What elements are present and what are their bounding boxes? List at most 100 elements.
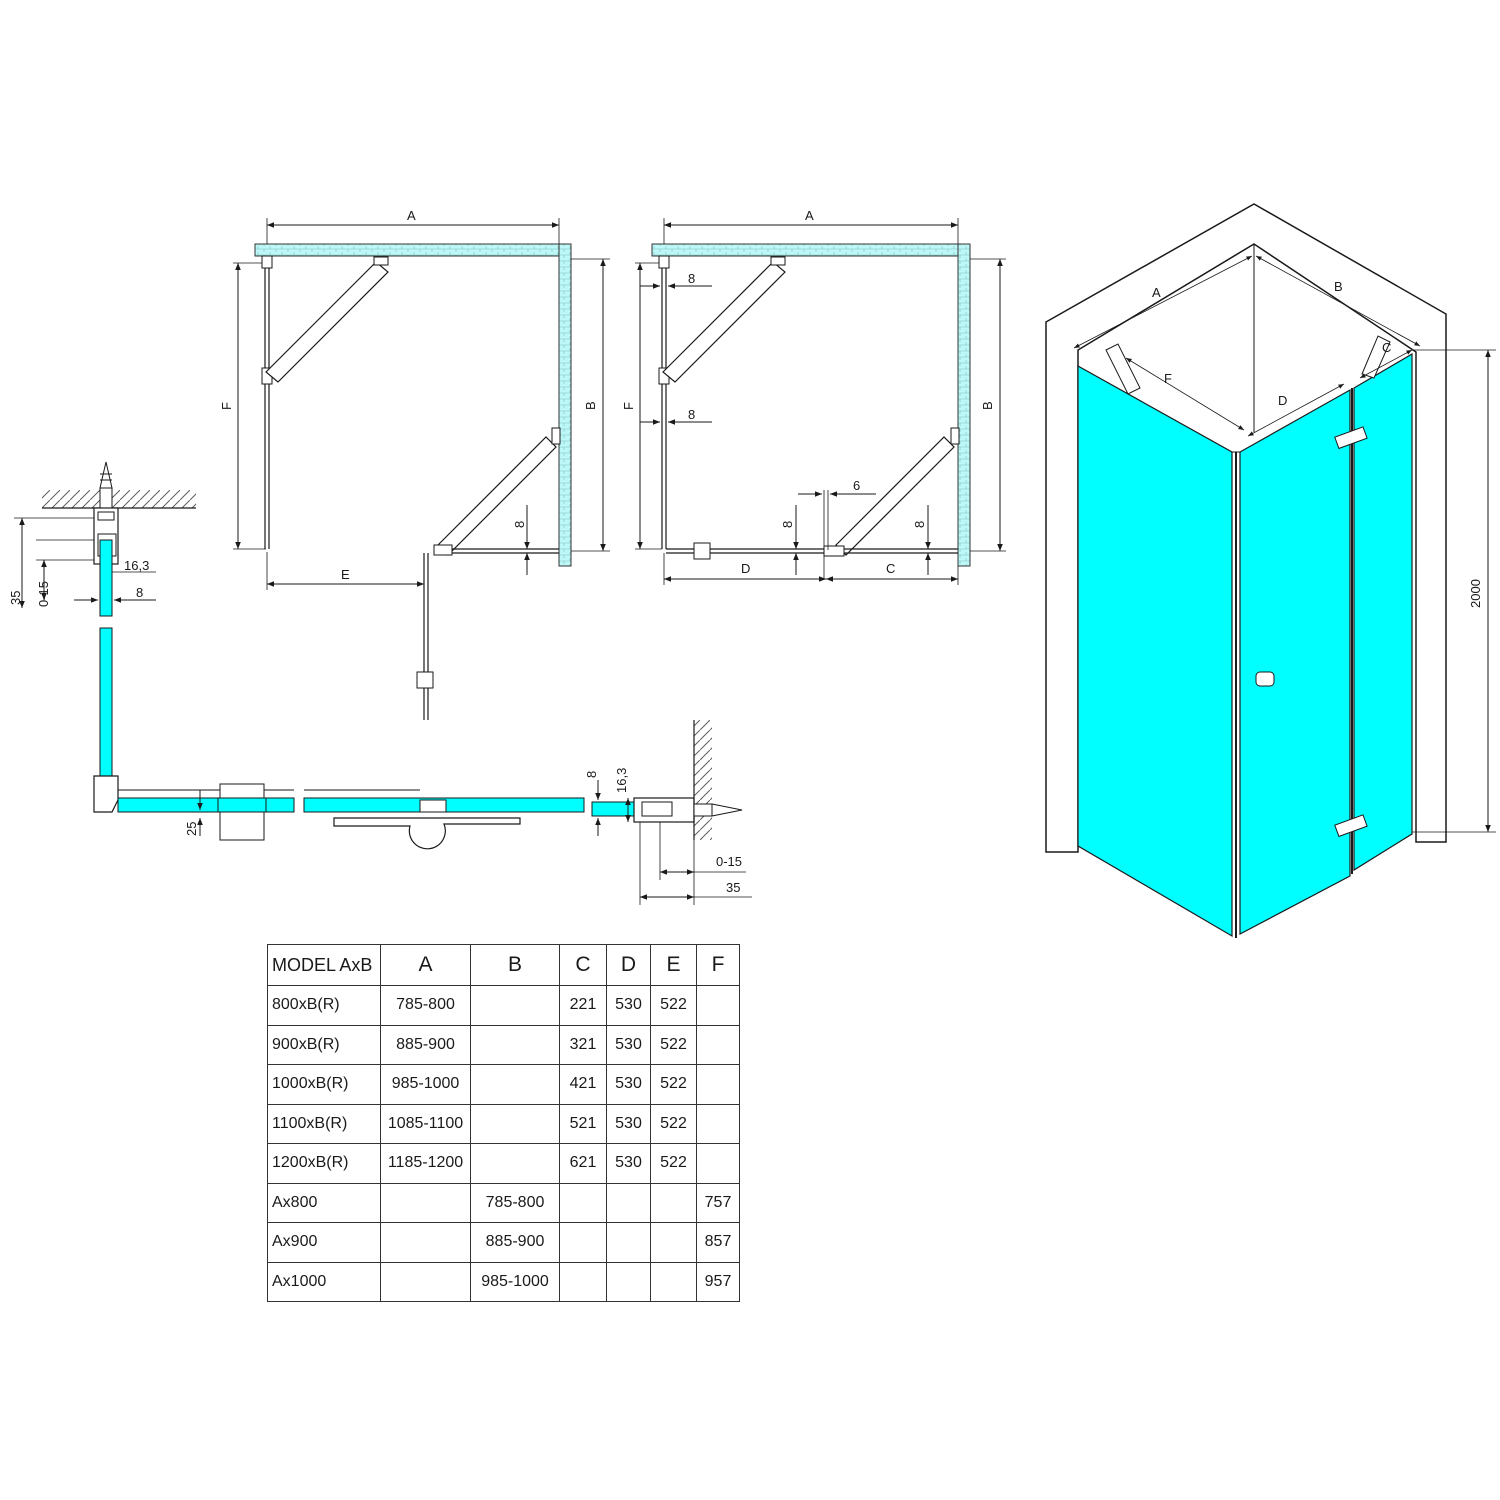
dim-d-label: D	[741, 561, 750, 576]
cell: 885-900	[380, 1024, 471, 1065]
cell: 522	[650, 1103, 697, 1144]
table-row: Ax900 885-900 857	[267, 1222, 740, 1263]
hinge-icon	[1334, 814, 1368, 838]
cell	[470, 1103, 560, 1144]
cell: 521	[559, 1103, 607, 1144]
hinge-icon	[1334, 426, 1368, 450]
glass-panel	[117, 797, 295, 813]
cell: 985-1000	[380, 1064, 471, 1105]
glass-panel	[217, 797, 267, 813]
dim-25-label: 25	[184, 822, 199, 836]
glass-panel	[1239, 388, 1351, 935]
cell	[696, 1143, 740, 1184]
dim-c-label: C	[886, 561, 895, 576]
cell: 221	[559, 985, 607, 1026]
plan-view-open: A B F E 8	[219, 208, 610, 720]
col-header-a: A	[380, 944, 471, 986]
iso-b-label: B	[1334, 279, 1343, 294]
cell: 1085-1100	[380, 1103, 471, 1144]
cell: Ax900	[267, 1222, 381, 1263]
cell: 985-1000	[470, 1261, 560, 1302]
dim-6-label: 6	[853, 478, 860, 493]
glass-panel	[99, 539, 113, 617]
iso-f-label: F	[1164, 371, 1172, 386]
cell: 621	[559, 1143, 607, 1184]
cell	[559, 1222, 607, 1263]
cell: 785-800	[380, 985, 471, 1026]
iso-d-label: D	[1278, 393, 1287, 408]
table-header-row: MODEL AxB A B C D E F	[267, 944, 740, 986]
cell: 957	[696, 1261, 740, 1302]
dim-b-label: B	[980, 401, 995, 410]
dim-8-label: 8	[136, 585, 143, 600]
cell	[470, 1143, 560, 1184]
dim-a-label: A	[407, 208, 416, 223]
dim-35-label: 35	[726, 880, 740, 895]
cell	[559, 1182, 607, 1223]
cell	[470, 1024, 560, 1065]
dim-8-label: 8	[512, 521, 527, 528]
cell	[380, 1261, 471, 1302]
cell: 800xB(R)	[267, 985, 381, 1026]
cell: 1000xB(R)	[267, 1064, 381, 1105]
cell	[470, 1064, 560, 1105]
cell: 885-900	[470, 1222, 560, 1263]
dim-015-label: 0-15	[36, 581, 51, 607]
cell	[606, 1222, 651, 1263]
col-header-f: F	[696, 944, 740, 986]
cell	[606, 1261, 651, 1302]
bottom-profile-detail: 25 8 16,3 0-15 35	[93, 720, 752, 905]
dim-b-label: B	[583, 401, 598, 410]
glass-panel	[99, 627, 113, 779]
cell: 522	[650, 1143, 697, 1184]
cell: 1200xB(R)	[267, 1143, 381, 1184]
cell	[650, 1222, 697, 1263]
cell	[380, 1222, 471, 1263]
cell	[696, 1024, 740, 1065]
cell: 857	[696, 1222, 740, 1263]
dim-8d-label: 8	[912, 521, 927, 528]
dim-163-label: 16,3	[124, 558, 149, 573]
col-header-e: E	[650, 944, 697, 986]
cell: 757	[696, 1182, 740, 1223]
cell: 530	[606, 1024, 651, 1065]
iso-height-label: 2000	[1468, 579, 1483, 608]
cell: 421	[559, 1064, 607, 1105]
cell	[696, 1103, 740, 1144]
col-header-d: D	[606, 944, 651, 986]
isometric-view: A B F D C 2000	[1045, 203, 1496, 938]
cell	[470, 985, 560, 1026]
right-wall	[558, 243, 572, 567]
cell	[650, 1182, 697, 1223]
cell	[696, 1064, 740, 1105]
dim-e-label: E	[341, 567, 350, 582]
col-header-b: B	[470, 944, 560, 986]
cell: 785-800	[470, 1182, 560, 1223]
cell	[606, 1182, 651, 1223]
cell: 1185-1200	[380, 1143, 471, 1184]
cell: 530	[606, 1064, 651, 1105]
dim-f-label: F	[621, 402, 636, 410]
handle-icon	[1255, 671, 1275, 687]
dim-8-label: 8	[584, 771, 599, 778]
cell: 900xB(R)	[267, 1024, 381, 1065]
dim-8a-label: 8	[688, 271, 695, 286]
dim-35-label: 35	[8, 591, 23, 605]
top-wall	[651, 243, 971, 257]
cell	[696, 985, 740, 1026]
dim-015-label: 0-15	[716, 854, 742, 869]
cell: Ax800	[267, 1182, 381, 1223]
dim-8b-label: 8	[688, 407, 695, 422]
iso-c-label: C	[1382, 340, 1391, 355]
cell: 321	[559, 1024, 607, 1065]
plan-view-closed: A B F 8 8 6	[621, 208, 1006, 585]
top-wall	[254, 243, 572, 257]
